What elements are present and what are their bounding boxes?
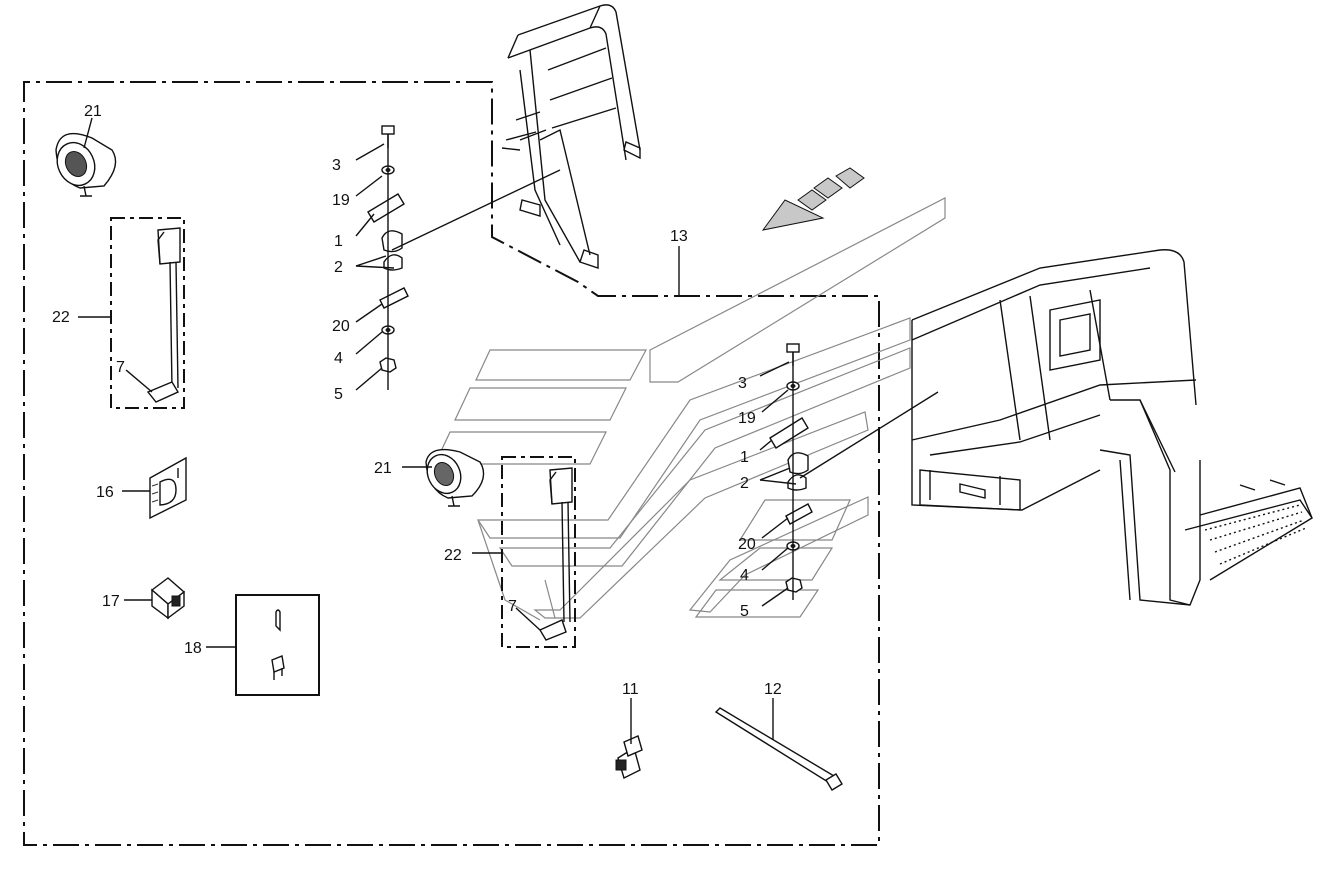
- harness-22-box-center: [501, 456, 576, 648]
- callout-20-left: 20: [332, 318, 350, 335]
- callout-4-right: 4: [740, 567, 749, 584]
- harness-22-left: [146, 227, 181, 403]
- callout-11: 11: [622, 681, 639, 698]
- callout-labels: 21 22 7 16 17 18 3 19 1 2 20 4 5 13 21 2…: [52, 103, 782, 698]
- machine-ladder-assembly: [911, 249, 1313, 606]
- harness-22-box-left: [110, 217, 185, 409]
- callout-19-left: 19: [332, 192, 350, 209]
- callout-20-right: 20: [738, 536, 756, 553]
- callout-1-left: 1: [334, 233, 343, 250]
- callout-7-center: 7: [508, 598, 517, 615]
- callout-5-right: 5: [740, 603, 749, 620]
- callout-13: 13: [670, 228, 688, 245]
- ghost-step-outlines: [434, 197, 946, 621]
- callout-21-center: 21: [374, 460, 392, 477]
- callout-12: 12: [764, 681, 782, 698]
- callout-3-left: 3: [332, 157, 341, 174]
- work-lamp-21-left: [55, 132, 117, 197]
- callout-4-left: 4: [334, 350, 343, 367]
- hardware-stack-left: [367, 125, 561, 390]
- callout-7-left: 7: [116, 359, 125, 376]
- kit-frame-outline: [23, 81, 880, 846]
- callout-21-left: 21: [84, 103, 102, 120]
- cable-tie-12: [714, 707, 843, 791]
- bulb-kit-18-box: [235, 594, 320, 696]
- work-lamp-21-center: [425, 448, 485, 507]
- callout-2-right: 2: [740, 475, 749, 492]
- callout-3-right: 3: [738, 375, 747, 392]
- callout-1-right: 1: [740, 449, 749, 466]
- lamp-decal-16: [149, 456, 187, 520]
- connector-11: [615, 735, 643, 779]
- callout-18: 18: [184, 640, 202, 657]
- callout-16: 16: [96, 484, 114, 501]
- callout-22-center: 22: [444, 547, 462, 564]
- callout-22-left: 22: [52, 309, 70, 326]
- harness-22-center: [538, 467, 573, 641]
- callout-19-right: 19: [738, 410, 756, 427]
- callout-2-left: 2: [334, 259, 343, 276]
- bulb-kit-18: [271, 609, 285, 680]
- direction-arrow: [761, 167, 865, 231]
- hardware-stack-right: [769, 343, 939, 600]
- switch-17: [150, 577, 186, 620]
- leader-lines: [78, 117, 797, 744]
- callout-17: 17: [102, 593, 120, 610]
- upper-ladder-rail: [501, 4, 641, 269]
- callout-5-left: 5: [334, 386, 343, 403]
